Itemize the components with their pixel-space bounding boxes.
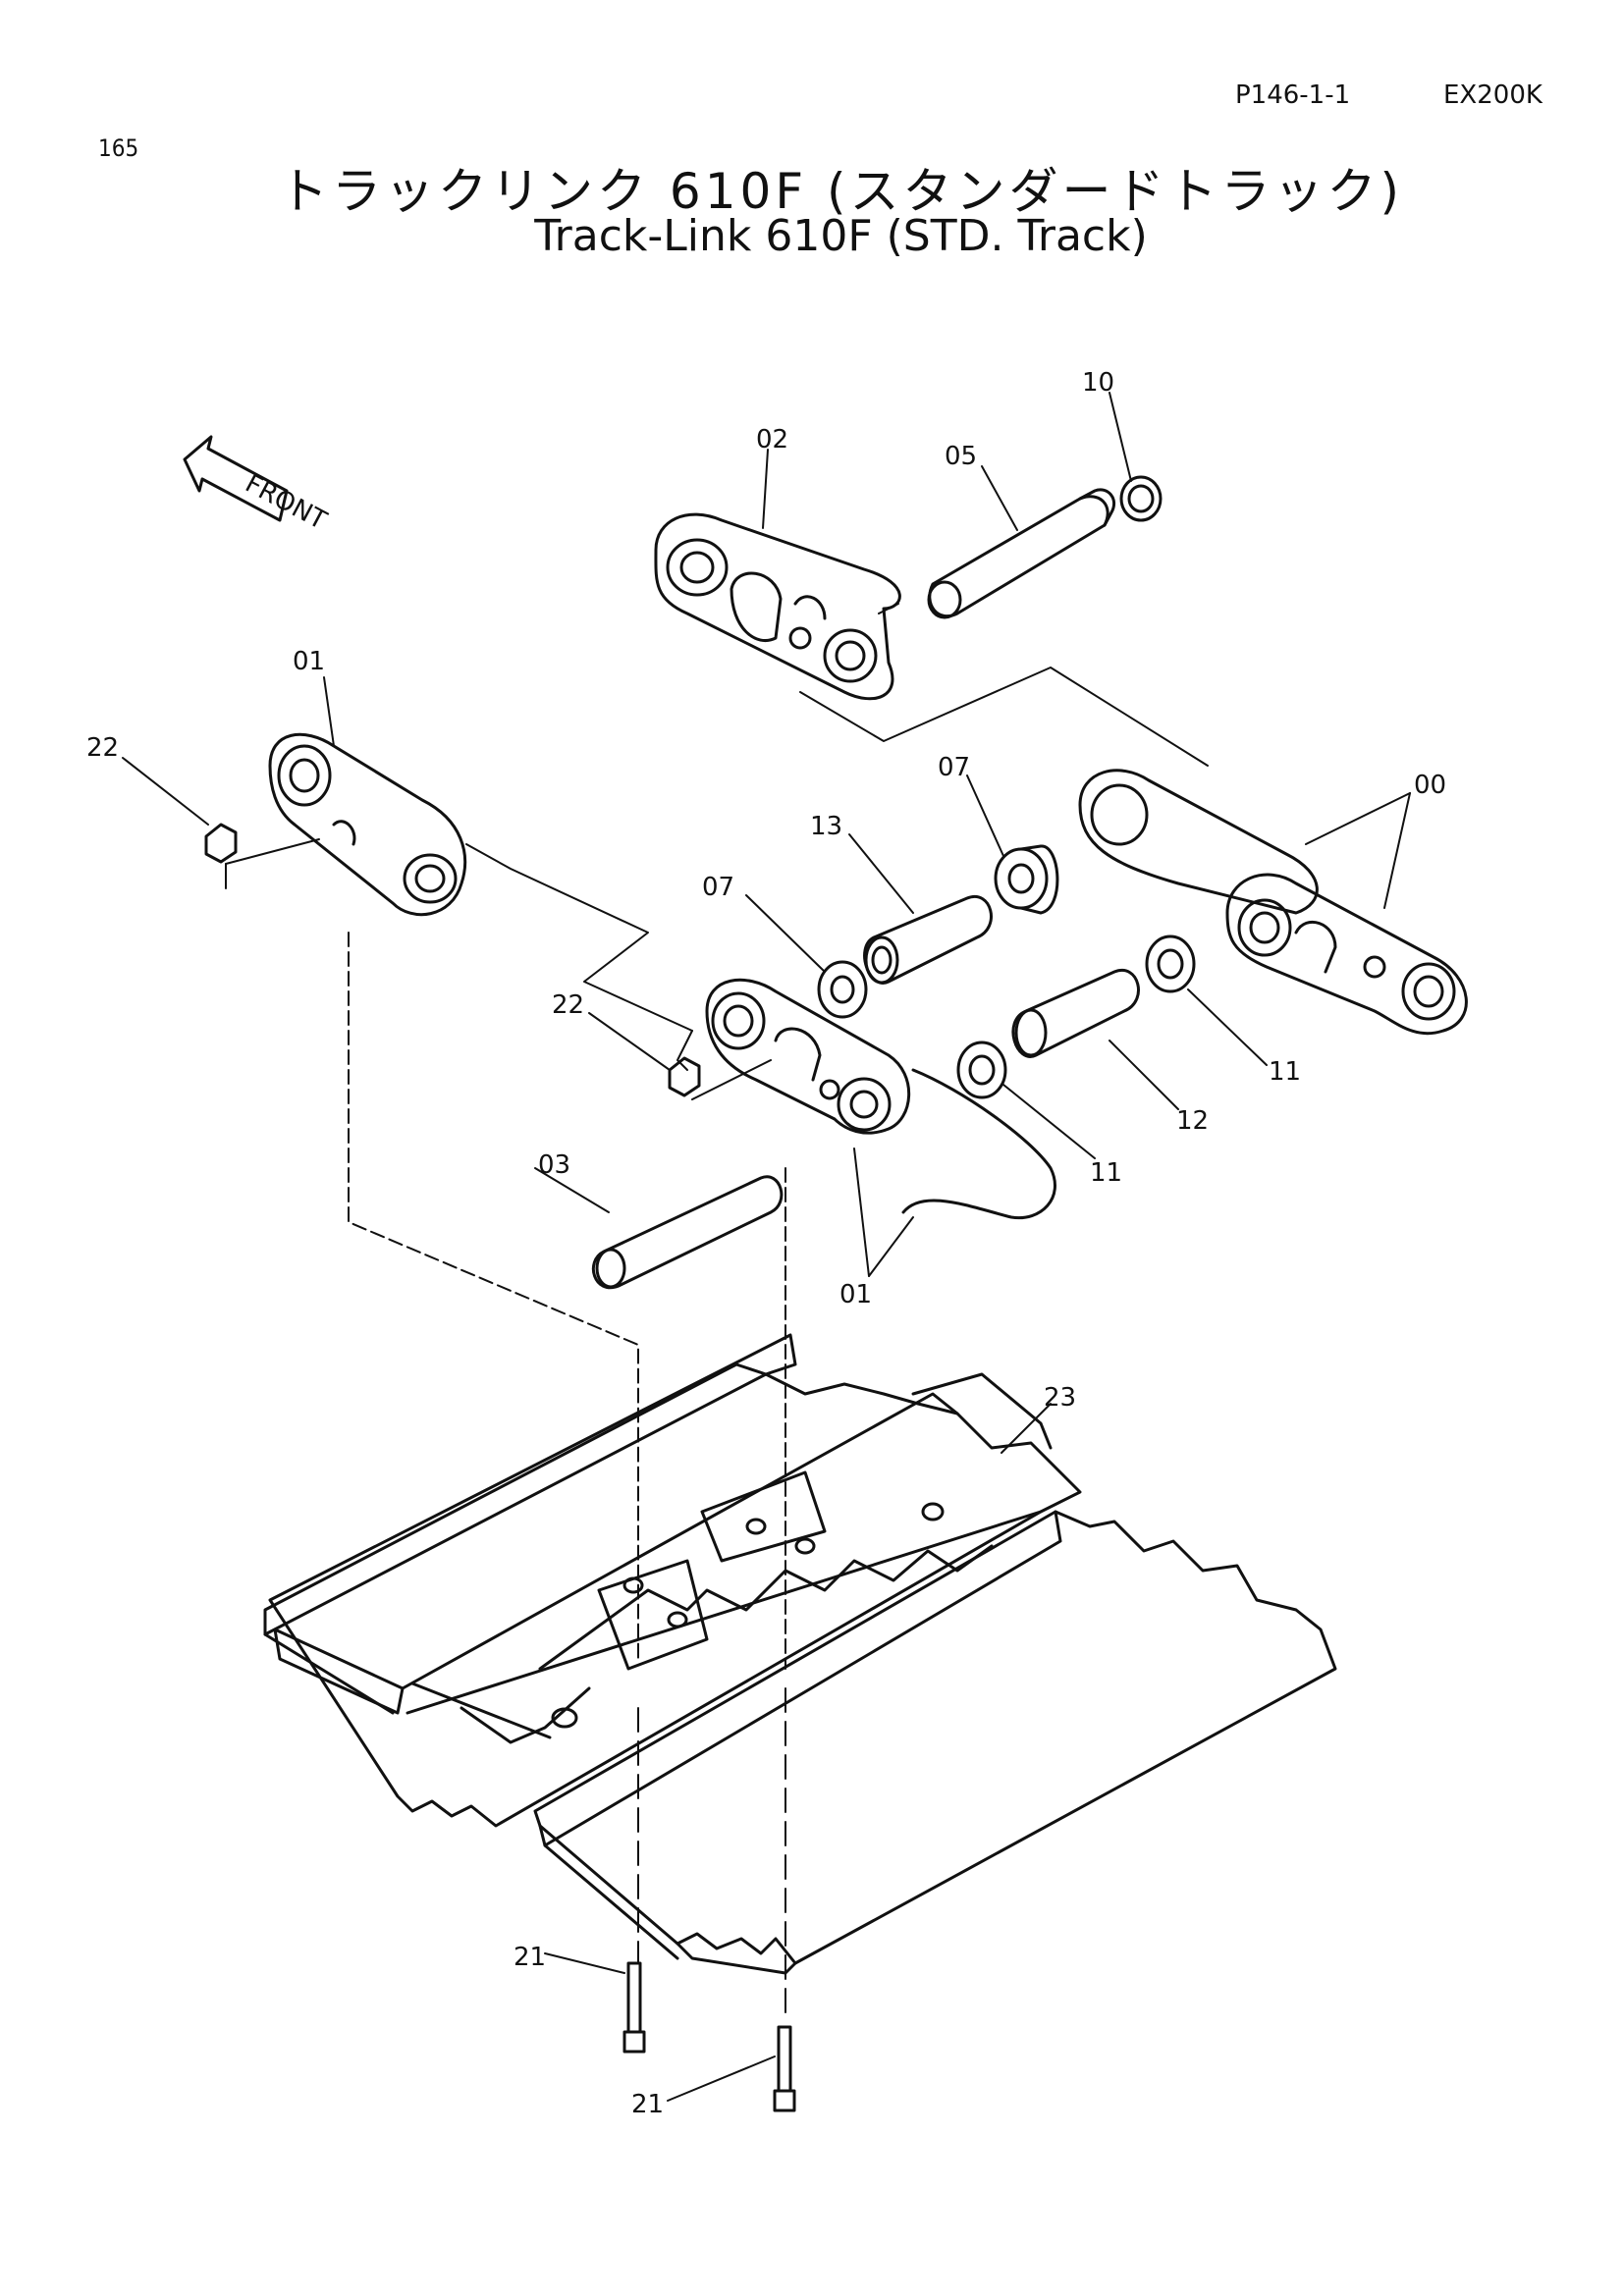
- callout-13: 13: [810, 812, 842, 841]
- page-code: P146-1-1: [1235, 80, 1351, 110]
- part-03-pin: [591, 1175, 784, 1290]
- callout-23: 23: [1044, 1383, 1076, 1413]
- track-shoe-plate-right: [533, 1510, 1337, 1975]
- part-13-bushing: [863, 894, 993, 985]
- callout-10: 10: [1082, 368, 1114, 398]
- part-10-snap-ring: [1119, 475, 1163, 522]
- part-11-seal-center: [956, 1041, 1007, 1099]
- page-number: 165: [98, 134, 139, 162]
- part-00-link-right: [1078, 769, 1468, 1036]
- title-japanese: トラックリンク 610F (スタンダードトラック): [279, 163, 1403, 220]
- part-22-nut-left: [204, 823, 238, 864]
- part-21-bolt-left: [622, 1961, 646, 2054]
- part-11-seal-right: [1145, 934, 1196, 993]
- part-02-link-upper: [654, 512, 901, 701]
- model-code: EX200K: [1443, 80, 1542, 110]
- callout-05: 05: [945, 442, 977, 471]
- part-07-collar-lower: [817, 960, 868, 1019]
- part-21-bolt-right: [773, 2025, 796, 2112]
- part-22-nut-center: [668, 1056, 701, 1097]
- leader-lines: [122, 392, 1411, 2102]
- part-01-link-center: [705, 978, 1056, 1220]
- callout-07-lower: 07: [702, 873, 734, 902]
- callout-12: 12: [1176, 1106, 1209, 1136]
- front-arrow-icon: [183, 435, 289, 522]
- part-23-track-shoe: [268, 1333, 1082, 1828]
- callout-11-right: 11: [1269, 1057, 1301, 1087]
- callout-22-left: 22: [86, 733, 119, 763]
- front-label: FRONT: [241, 469, 332, 536]
- part-05-pin: [927, 488, 1116, 619]
- assembly-guide-lines: [225, 603, 1209, 2023]
- track-shoe-plate-left: [263, 1362, 768, 1715]
- part-07-collar-upper: [994, 844, 1059, 915]
- callout-00: 00: [1414, 771, 1446, 800]
- callout-11-center: 11: [1090, 1158, 1122, 1188]
- callout-22-center: 22: [552, 990, 584, 1020]
- callout-01-upper: 01: [293, 647, 325, 676]
- part-01-link-left: [268, 732, 467, 917]
- callout-03: 03: [538, 1150, 570, 1180]
- callout-01-lower: 01: [839, 1280, 872, 1309]
- callout-02: 02: [756, 425, 788, 454]
- title-english: Track-Link 610F (STD. Track): [534, 211, 1148, 261]
- part-12-bushing: [1011, 968, 1140, 1058]
- callout-21-upper: 21: [514, 1943, 546, 1972]
- callout-21-lower: 21: [631, 2090, 664, 2119]
- callout-07-upper: 07: [938, 753, 970, 782]
